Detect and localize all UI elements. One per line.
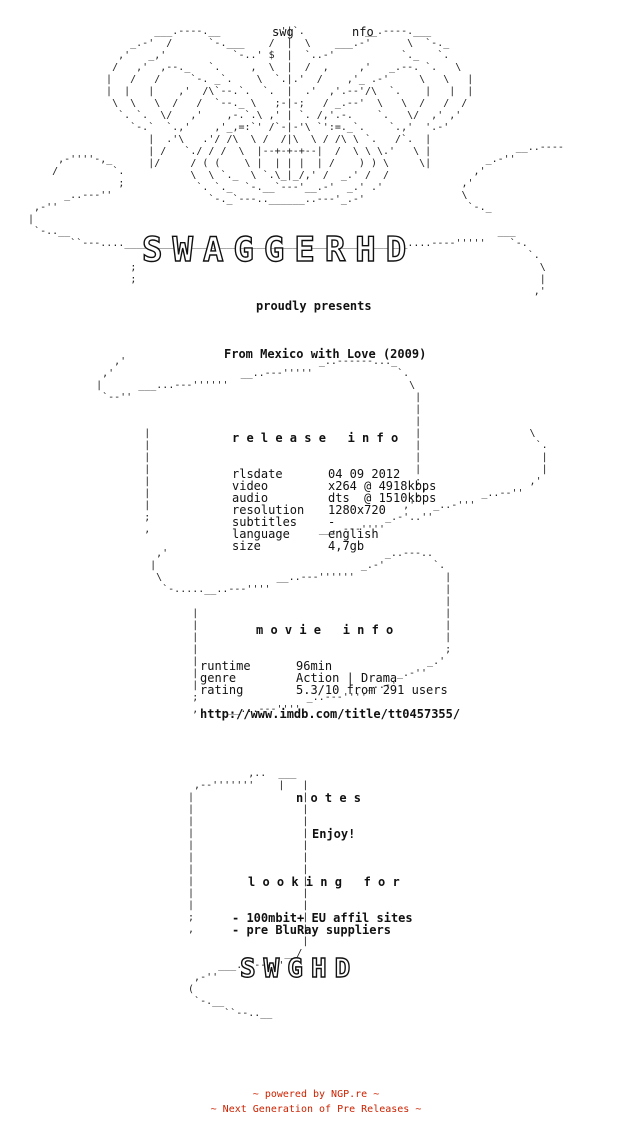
proudly-presents: proudly presents <box>256 299 372 313</box>
release-key: resolution <box>232 503 305 517</box>
movie-info-heading: m o v i e i n f o <box>256 623 394 637</box>
logo-swaggerhd: SWAGGERHD <box>141 230 417 270</box>
movie-value: 96min <box>296 659 333 673</box>
ascii-ribbon-top: __..---- ,-''''-,_ _.-'' / `. ,' ; <box>28 142 564 297</box>
release-value: dts @ 1510kbps <box>328 491 437 505</box>
ascii-ribbon-movie: ,' _..---.. | _.-' `. \ __..---'''''' | … <box>150 548 452 715</box>
release-key: language <box>232 527 290 541</box>
release-value: 4,7gb <box>328 539 365 553</box>
ascii-ram-art: ___.----.__ ,'|`. __.----.___ _.-' / `-.… <box>106 26 474 205</box>
tag-right: nfo <box>352 25 374 39</box>
release-value: english <box>328 527 379 541</box>
release-info-heading: r e l e a s e i n f o <box>232 431 399 445</box>
logo-swghd: SWGHD <box>239 953 359 984</box>
tag-left: swg <box>272 25 294 39</box>
footer-line-2: ~ Next Generation of Pre Releases ~ <box>210 1104 422 1115</box>
footer-line-1: ~ powered by NGP.re ~ <box>252 1089 380 1100</box>
movie-title: From Mexico with Love (2009) <box>224 347 427 361</box>
release-key: video <box>232 479 269 493</box>
release-key: audio <box>232 491 269 505</box>
notes-heading: n o t e s <box>296 791 362 805</box>
release-info-table: rlsdate 04 09 2012 video x264 @ 4918kbps a… <box>232 468 436 552</box>
release-value: - <box>328 515 336 529</box>
looking-item: - pre BluRay suppliers <box>232 923 391 937</box>
movie-value: Action | Drama <box>296 671 398 685</box>
movie-key: genre <box>200 671 237 685</box>
release-value: x264 @ 4918kbps <box>328 479 437 493</box>
movie-info-table: runtime 96min genre Action | Drama rating 5… <box>200 660 448 696</box>
release-value: 1280x720 <box>328 503 386 517</box>
ascii-ribbon-release: ,' _..------..._ ,' __..---''''' `. | __… <box>96 356 548 535</box>
movie-key: rating <box>200 683 244 697</box>
looking-item: - 100mbit+ EU affil sites <box>232 911 413 925</box>
looking-for-heading: l o o k i n g f o r <box>248 875 400 889</box>
movie-value: 5.3/10 from 291 users <box>296 683 448 697</box>
release-key: size <box>232 539 261 553</box>
ascii-ribbon-notes: ,.. ___ ,--''''''' | | | | | | | | | | |… <box>188 768 309 1019</box>
release-value: 04 09 2012 <box>328 467 401 481</box>
notes-text: Enjoy! <box>312 827 356 841</box>
release-key: rlsdate <box>232 467 283 481</box>
release-key: subtitles <box>232 515 298 529</box>
movie-key: runtime <box>200 659 251 673</box>
imdb-link[interactable]: http://www.imdb.com/title/tt0457355/ <box>200 707 461 721</box>
